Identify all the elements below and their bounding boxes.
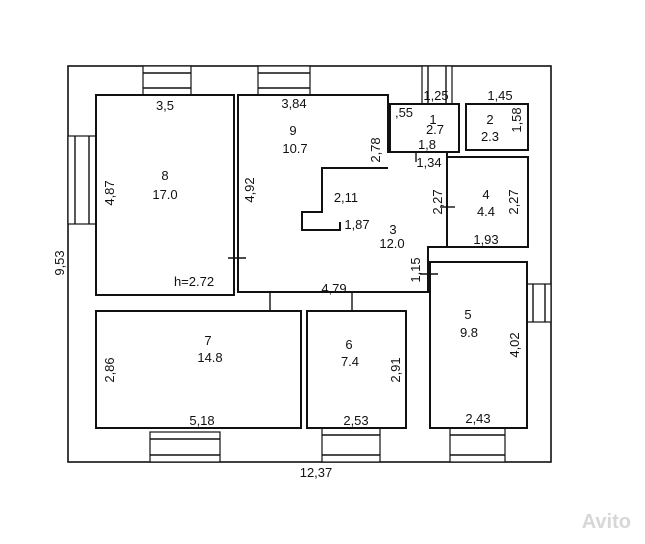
room-number-8: 8 (161, 168, 168, 183)
room-number-5: 5 (464, 307, 471, 322)
dim-r3-side: 1,15 (408, 257, 423, 282)
room-area-6: 7.4 (341, 354, 359, 369)
dim-r6-right: 2,91 (388, 357, 403, 382)
room-2 (465, 103, 529, 151)
dim-r9-left: 4,92 (242, 177, 257, 202)
dim-outer-width: 12,37 (300, 465, 333, 480)
room-1 (389, 103, 460, 153)
room-area-3: 12.0 (379, 236, 404, 251)
dim-r5-right: 4,02 (507, 332, 522, 357)
dim-r1-left: ,55 (395, 105, 413, 120)
room-number-7: 7 (204, 333, 211, 348)
dim-r1-under: 1,34 (416, 155, 441, 170)
dim-outer-height: 9,53 (52, 250, 67, 275)
window-left (67, 135, 97, 225)
room-area-4: 4.4 (477, 204, 495, 219)
room-number-9: 9 (289, 123, 296, 138)
dim-r1-bottom: 1,8 (418, 137, 436, 152)
dim-r4-bottom: 1,93 (473, 232, 498, 247)
dim-r7-left: 2,86 (102, 357, 117, 382)
rooms (95, 94, 529, 429)
dim-r1-top: 1,25 (423, 88, 448, 103)
dim-r3-bottom: 4,79 (321, 281, 346, 296)
dim-r2-top: 1,45 (487, 88, 512, 103)
room-number-3: 3 (389, 222, 396, 237)
room-4 (446, 156, 529, 248)
avito-watermark: Avito (581, 511, 631, 533)
room-labels: 8 17.0 9 10.7 1 2.7 2 2.3 4 4.4 3 12.0 5… (152, 112, 499, 369)
dim-r9-right: 2,78 (368, 137, 383, 162)
room-area-9: 10.7 (282, 141, 307, 156)
dim-r4-right: 2,27 (506, 189, 521, 214)
dim-r4-left: 2,27 (430, 189, 445, 214)
dim-r2-right: 1,58 (509, 107, 524, 132)
dim-r5-bottom: 2,43 (465, 411, 490, 426)
room-area-5: 9.8 (460, 325, 478, 340)
dim-r7-bottom: 5,18 (189, 413, 214, 428)
dim-r6-bottom: 2,53 (343, 413, 368, 428)
room-number-6: 6 (345, 337, 352, 352)
dim-r8-top: 3,5 (156, 98, 174, 113)
door-marks (228, 152, 455, 310)
room-area-8: 17.0 (152, 187, 177, 202)
dim-r3-inner: 1,87 (344, 217, 369, 232)
dim-r9-step: 2,11 (334, 190, 358, 205)
room-area-7: 14.8 (197, 350, 222, 365)
room-8 (95, 94, 235, 296)
room-area-2: 2.3 (481, 129, 499, 144)
window-bottom-2 (321, 427, 381, 463)
room-7 (95, 310, 302, 429)
dim-r8-height: h=2.72 (174, 274, 214, 289)
window-bottom-3 (449, 427, 506, 463)
room-area-1: 2.7 (426, 122, 444, 137)
windows (67, 65, 552, 463)
room-6 (306, 310, 407, 429)
room-9-partition (301, 167, 388, 231)
window-top-2 (257, 65, 311, 96)
window-bottom-1 (149, 431, 221, 463)
dim-r8-left: 4,87 (102, 180, 117, 205)
window-top-1 (142, 65, 192, 96)
room-number-2: 2 (486, 112, 493, 127)
window-right (526, 283, 552, 323)
room-number-1: 1 (429, 112, 436, 127)
dimensions: 12,37 9,53 3,5 4,87 h=2.72 3,84 4,92 2,7… (52, 88, 524, 480)
dim-r9-top: 3,84 (281, 96, 306, 111)
room-number-4: 4 (482, 187, 489, 202)
room-5 (429, 261, 528, 429)
